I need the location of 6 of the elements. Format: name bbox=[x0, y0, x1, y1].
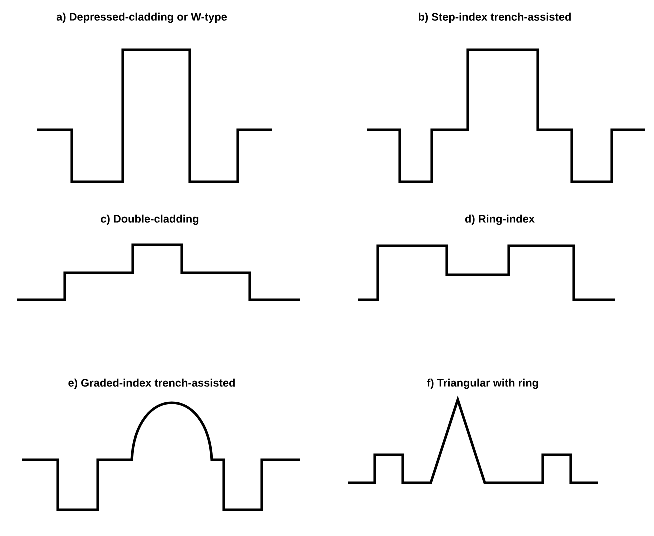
panel-title: f) Triangular with ring bbox=[427, 378, 538, 390]
panel-title: d) Ring-index bbox=[465, 214, 535, 226]
panel-title: c) Double-cladding bbox=[101, 214, 199, 226]
panel-title: b) Step-index trench-assisted bbox=[419, 12, 571, 24]
panel-title: a) Depressed-cladding or W-type bbox=[56, 12, 228, 24]
panel-title: e) Graded-index trench-assisted bbox=[68, 378, 235, 390]
